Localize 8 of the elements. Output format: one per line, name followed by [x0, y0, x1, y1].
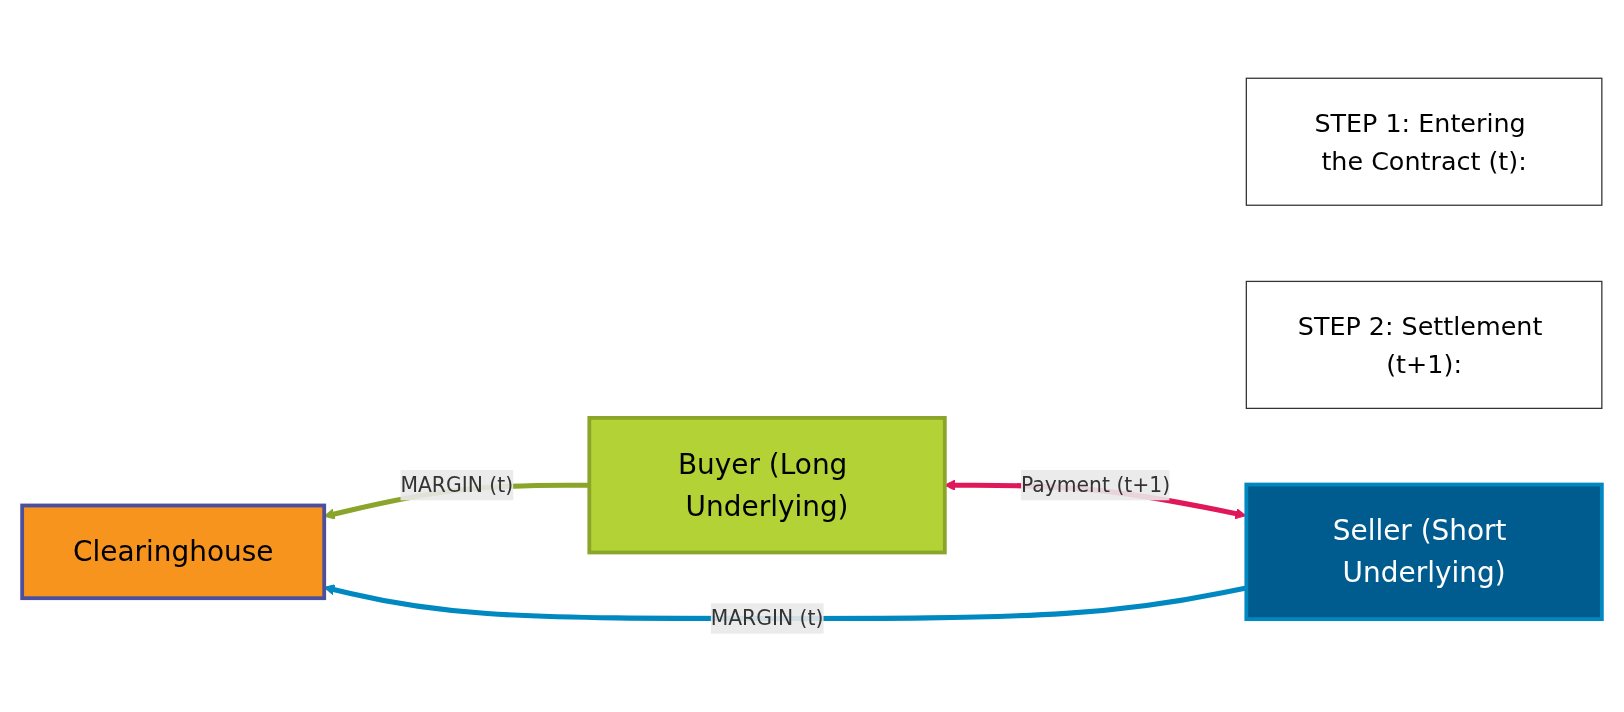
node-box: Clearinghouse — [20, 503, 327, 601]
edge-label: MARGIN (t) — [710, 605, 824, 630]
node-box: Seller (Short Underlying) — [1244, 482, 1604, 622]
node-box: Buyer (Long Underlying) — [587, 416, 947, 555]
node-box: STEP 1: Entering the Contract (t): — [1245, 77, 1603, 206]
node-box: STEP 2: Settlement (t+1): — [1245, 280, 1603, 409]
edge-label: Payment (t+1) — [1021, 472, 1171, 497]
edge-label: MARGIN (t) — [400, 472, 514, 497]
